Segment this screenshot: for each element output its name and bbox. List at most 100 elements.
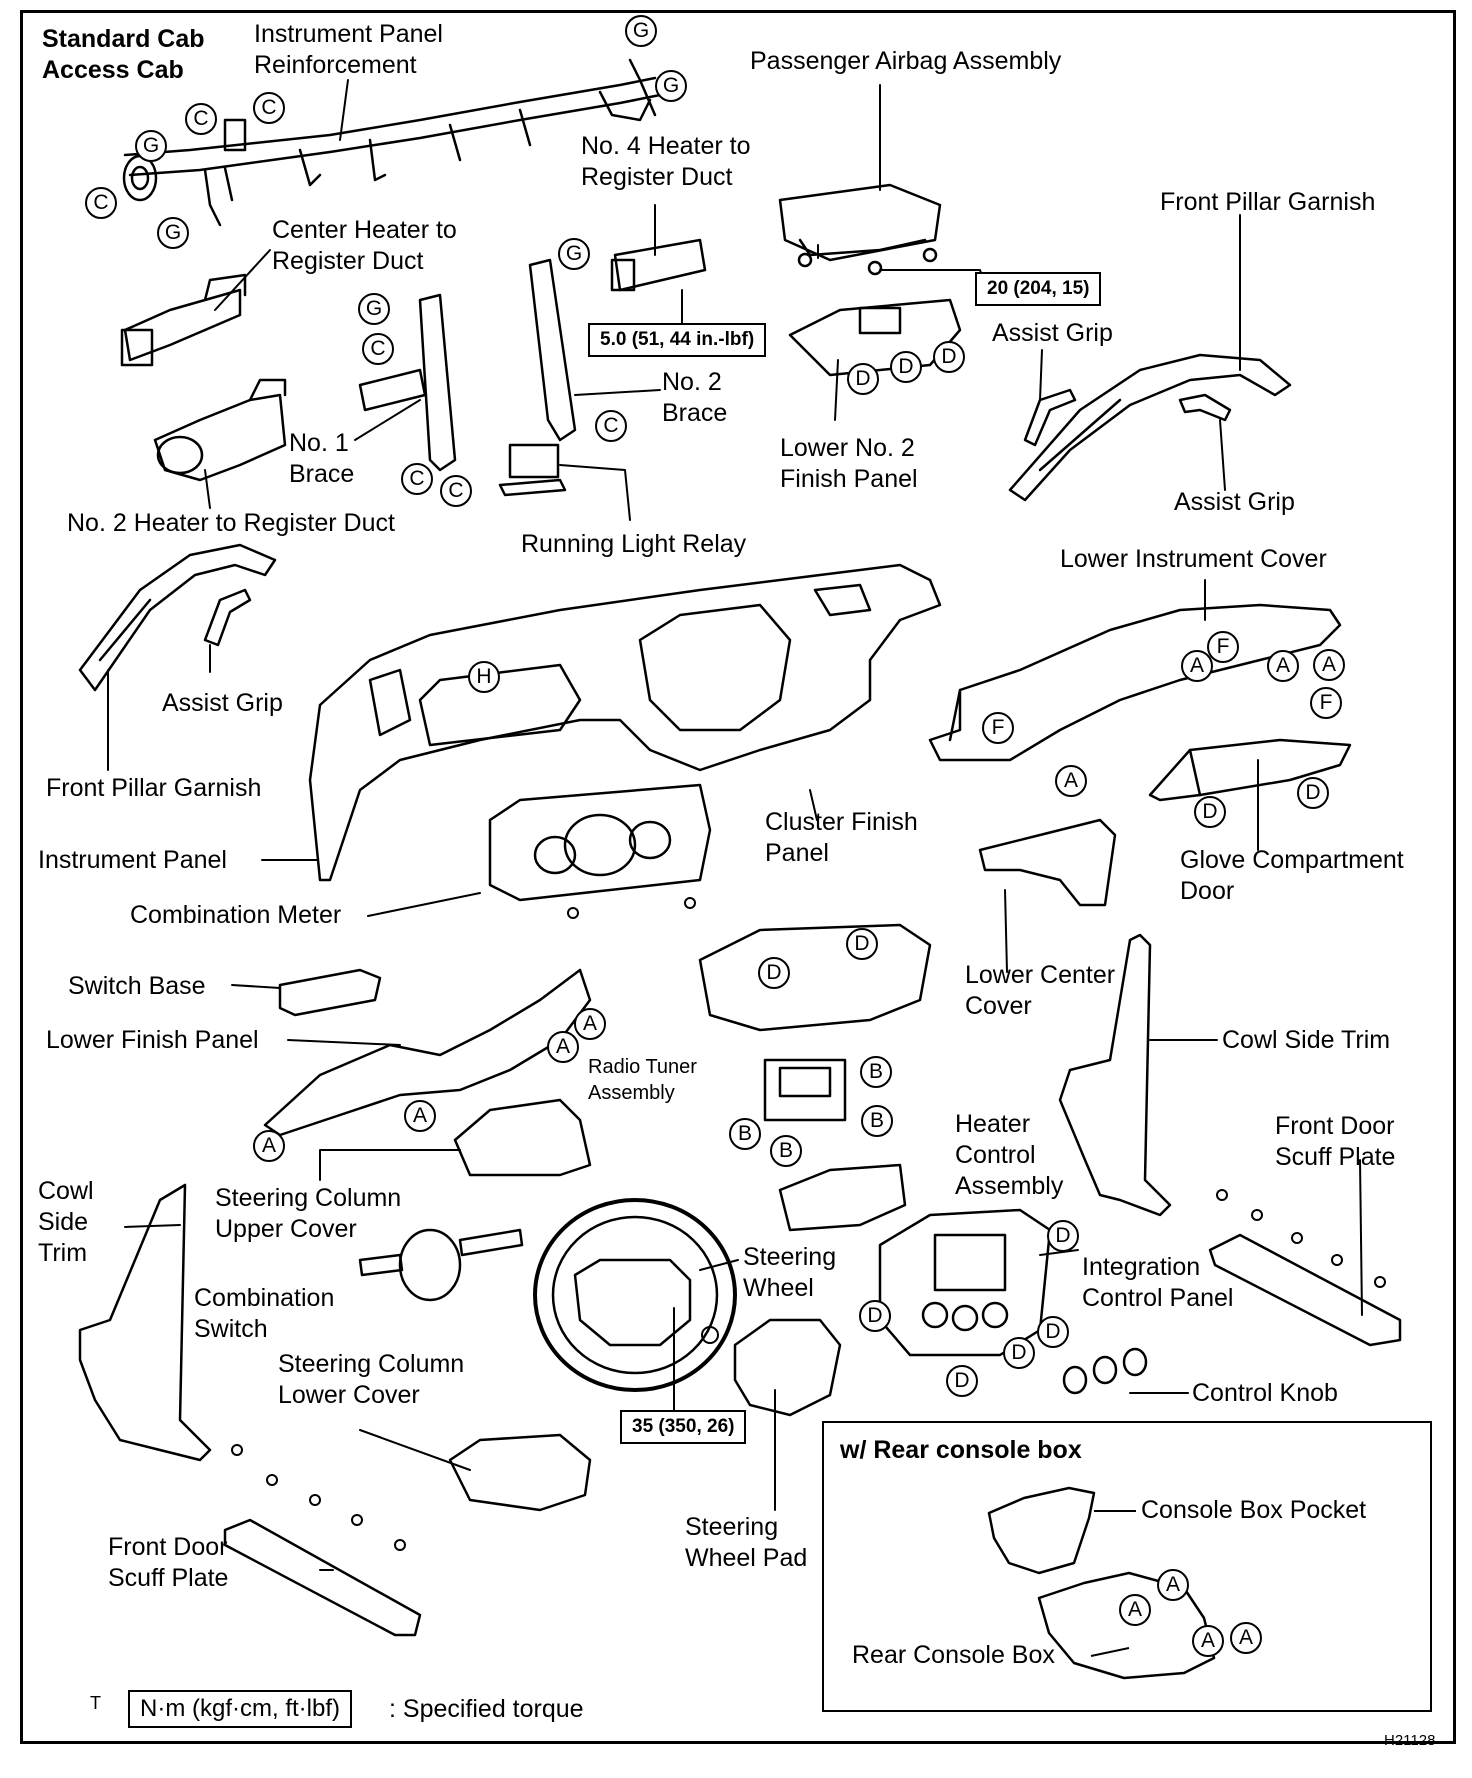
label-radio-tuner: Radio Tuner Assembly: [588, 1056, 697, 1104]
label-switch-base: Switch Base: [68, 972, 206, 1000]
cab-type-label-1: Standard Cab: [42, 25, 205, 53]
callout-c: C: [253, 92, 285, 124]
label-lower-center-cover: Lower Center Cover: [965, 961, 1116, 1020]
glove-compartment-door-part: [1148, 738, 1352, 802]
callout-g: G: [358, 293, 390, 325]
torque-airbag-bolts: 20 (204, 15): [975, 272, 1102, 306]
torque-steering-wheel-nut: 35 (350, 26): [620, 1410, 747, 1444]
callout-d: D: [946, 1365, 978, 1397]
inset-title: w/ Rear console box: [840, 1436, 1082, 1464]
assist-grip-left-part: [203, 588, 252, 647]
label-lower-finish-panel: Lower Finish Panel: [46, 1026, 259, 1054]
rear-console-drawing: [987, 1486, 1216, 1680]
callout-c: C: [362, 333, 394, 365]
callout-a: A: [1267, 650, 1299, 682]
label-passenger-airbag: Passenger Airbag Assembly: [750, 47, 1062, 75]
instrument-panel-part: [308, 563, 942, 882]
label-front-door-scuff-right: Front Door Scuff Plate: [1275, 1112, 1396, 1171]
callout-d: D: [846, 928, 878, 960]
callout-c: C: [185, 103, 217, 135]
lower-finish-panel-part: [263, 968, 592, 1137]
callout-a: A: [574, 1008, 606, 1040]
callout-a: A: [1192, 1625, 1224, 1657]
steering-wheel-pad-part: [733, 1318, 842, 1417]
radio-tuner-part: [763, 1058, 847, 1122]
combination-switch-part: [358, 1228, 524, 1302]
label-front-pillar-garnish-left: Front Pillar Garnish: [46, 774, 262, 802]
label-front-door-scuff-left: Front Door Scuff Plate: [108, 1533, 229, 1592]
label-instrument-panel: Instrument Panel: [38, 846, 227, 874]
callout-d: D: [859, 1300, 891, 1332]
assist-grip-right-upper-part: [1023, 388, 1077, 447]
center-heater-duct-part: [120, 273, 247, 367]
label-ip-reinforcement: Instrument Panel Reinforcement: [254, 20, 443, 79]
passenger-airbag-part: [778, 183, 942, 276]
assist-grip-right-lower-part: [1178, 393, 1232, 422]
label-no4-heater-duct: No. 4 Heater to Register Duct: [581, 132, 751, 191]
figure-code: H21128: [1384, 1732, 1436, 1749]
label-combination-switch: Combination Switch: [194, 1284, 335, 1343]
legend-mark: T: [90, 1693, 101, 1713]
steering-column-upper-cover-part: [453, 1098, 592, 1177]
no1-brace-part: [358, 293, 457, 472]
label-steering-wheel: Steering Wheel: [743, 1243, 837, 1302]
label-running-light-relay: Running Light Relay: [521, 530, 747, 558]
callout-g: G: [655, 70, 687, 102]
callout-h: H: [468, 661, 500, 693]
no2-brace-part: [528, 258, 577, 442]
steering-wheel-part: [533, 1198, 737, 1392]
label-cluster-finish-panel: Cluster Finish Panel: [765, 808, 918, 867]
control-knob-part: [1062, 1347, 1148, 1395]
callout-g: G: [157, 217, 189, 249]
callout-b: B: [860, 1056, 892, 1088]
lower-instrument-cover-part: [928, 603, 1342, 762]
callout-a: A: [253, 1130, 285, 1162]
front-door-scuff-plate-right-part: [1208, 1233, 1402, 1347]
callout-b: B: [861, 1105, 893, 1137]
callout-c: C: [440, 475, 472, 507]
callout-a: A: [1119, 1594, 1151, 1626]
label-cowl-side-trim-left: Cowl Side Trim: [38, 1177, 94, 1267]
callout-g: G: [135, 130, 167, 162]
cowl-side-trim-right-part: [1058, 933, 1172, 1217]
callout-d: D: [758, 957, 790, 989]
callout-f: F: [1207, 631, 1239, 663]
steering-column-lower-cover-part: [448, 1433, 592, 1512]
label-steering-wheel-pad: Steering Wheel Pad: [685, 1513, 808, 1572]
cab-type-label-2: Access Cab: [42, 56, 184, 84]
callout-a: A: [547, 1031, 579, 1063]
callout-c: C: [595, 410, 627, 442]
instrument-panel-reinforcement-part: [122, 58, 662, 227]
label-no1-brace: No. 1 Brace: [289, 429, 355, 488]
callout-d: D: [847, 363, 879, 395]
label-front-pillar-garnish-right: Front Pillar Garnish: [1160, 188, 1376, 216]
callout-a: A: [1157, 1569, 1189, 1601]
label-glove-compartment-door: Glove Compartment Door: [1180, 846, 1404, 905]
label-console-box-pocket: Console Box Pocket: [1141, 1496, 1367, 1524]
label-combination-meter: Combination Meter: [130, 901, 342, 929]
switch-base-part: [278, 968, 382, 1017]
diagram-frame: [20, 10, 1456, 1744]
label-heater-control: Heater Control Assembly: [955, 1110, 1064, 1200]
label-lower-no2-finish-panel: Lower No. 2 Finish Panel: [780, 434, 918, 493]
label-no2-heater-duct: No. 2 Heater to Register Duct: [67, 509, 395, 537]
callout-g: G: [558, 238, 590, 270]
label-integration-control-panel: Integration Control Panel: [1082, 1253, 1234, 1312]
callout-d: D: [1194, 796, 1226, 828]
running-light-relay-part: [498, 443, 567, 497]
callout-c: C: [401, 463, 433, 495]
label-assist-grip-right-upper: Assist Grip: [992, 319, 1113, 347]
label-control-knob: Control Knob: [1192, 1379, 1338, 1407]
label-assist-grip-left: Assist Grip: [162, 689, 283, 717]
callout-b: B: [729, 1118, 761, 1150]
legend-unit-box: N·m (kgf·cm, ft·lbf): [128, 1690, 352, 1728]
no2-heater-duct-part: [153, 378, 287, 482]
callout-b: B: [770, 1135, 802, 1167]
callout-c: C: [85, 187, 117, 219]
callout-a: A: [1181, 650, 1213, 682]
callout-a: A: [1055, 765, 1087, 797]
label-rear-console-box: Rear Console Box: [852, 1641, 1055, 1669]
front-pillar-garnish-left-part: [78, 543, 277, 692]
label-steering-column-lower: Steering Column Lower Cover: [278, 1350, 465, 1409]
